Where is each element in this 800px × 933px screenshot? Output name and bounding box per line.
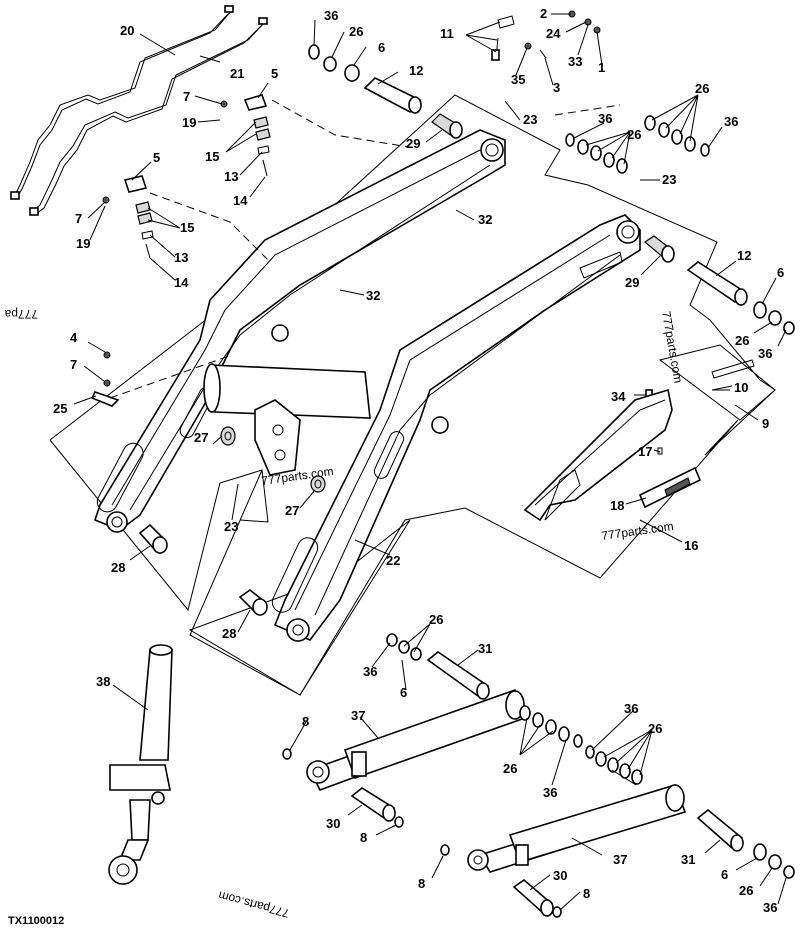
callout-34: 34 [611,389,626,404]
callout-30: 30 [326,816,340,831]
callout-26: 26 [739,883,753,898]
callout-25: 25 [53,401,67,416]
callout-27: 27 [285,503,299,518]
callout-2: 2 [540,6,547,21]
callout-28: 28 [222,626,236,641]
callout-23: 23 [662,172,676,187]
callout-26: 26 [627,127,641,142]
callout-23: 23 [224,519,238,534]
callout-7: 7 [75,211,82,226]
callout-10: 10 [734,380,748,395]
figure-code: TX1100012 [8,915,64,927]
callout-12: 12 [737,248,751,263]
callout-4: 4 [70,330,78,345]
callout-29: 29 [625,275,639,290]
callout-28: 28 [111,560,125,575]
callout-8: 8 [302,714,309,729]
watermark-text: 777parts.com [217,888,291,920]
callout-15: 15 [205,149,219,164]
callout-38: 38 [96,674,110,689]
callout-24: 24 [546,26,561,41]
hydraulic-tubes [10,5,268,216]
callout-9: 9 [762,416,769,431]
watermark-text: 777parts.com [659,310,685,384]
cylinder-37-lower [440,745,795,918]
loader-boom-frame [94,129,641,642]
callout-36: 36 [724,114,738,129]
reference-dashed-lines [109,99,621,399]
callout-7: 7 [183,89,190,104]
callout-32: 32 [478,212,492,227]
callout-14: 14 [233,193,248,208]
callout-8: 8 [418,876,425,891]
callout-8: 8 [583,886,590,901]
callout-5: 5 [271,66,278,81]
cylinder-37-upper [282,633,583,828]
callout-19: 19 [182,115,196,130]
callout-15: 15 [180,220,194,235]
leader-lines [73,13,787,911]
callout-35: 35 [511,72,525,87]
assembly-boundary-outlines [49,94,776,696]
callout-36: 36 [543,785,557,800]
cylinder-38 [108,644,173,885]
callout-23: 23 [523,112,537,127]
callout-26: 26 [349,24,363,39]
callout-27: 27 [194,430,208,445]
callout-1: 1 [598,60,605,75]
callout-31: 31 [681,852,695,867]
callout-36: 36 [758,346,772,361]
callout-6: 6 [777,265,784,280]
callout-16: 16 [684,538,698,553]
callout-11: 11 [440,26,454,41]
callout-13: 13 [224,169,238,184]
callout-33: 33 [568,54,582,69]
small-hardware [90,10,755,455]
watermark-text: 777parts.com [600,519,674,543]
callout-36: 36 [324,8,338,23]
callout-26: 26 [429,612,443,627]
callout-6: 6 [378,40,385,55]
callout-37: 37 [351,708,365,723]
callout-18: 18 [610,498,624,513]
callout-31: 31 [478,641,492,656]
callout-36: 36 [624,701,638,716]
callout-14: 14 [174,275,189,290]
callout-numbers: 20 21 36 26 6 12 5 7 19 15 13 14 29 5 7 … [53,6,784,915]
shield-and-decal [523,388,702,522]
callout-26: 26 [503,761,517,776]
callout-26: 26 [695,81,709,96]
callout-13: 13 [174,250,188,265]
callout-5: 5 [153,150,160,165]
callout-30: 30 [553,868,567,883]
callout-26: 26 [735,333,749,348]
callout-19: 19 [76,236,90,251]
callout-21: 21 [230,66,244,81]
callout-12: 12 [409,63,423,78]
callout-22: 22 [386,553,400,568]
callout-8: 8 [360,830,367,845]
callout-7: 7 [70,357,77,372]
callout-29: 29 [406,136,420,151]
callout-26: 26 [648,721,662,736]
callout-20: 20 [120,23,134,38]
callout-3: 3 [553,80,560,95]
callout-37: 37 [613,852,627,867]
callout-6: 6 [721,867,728,882]
watermark-text: 777pa [4,307,38,321]
callout-17: 17 [638,444,652,459]
callout-36: 36 [763,900,777,915]
callout-36: 36 [363,664,377,679]
callout-36: 36 [598,111,612,126]
callout-32: 32 [366,288,380,303]
callout-6: 6 [400,685,407,700]
pins-and-bushings [138,44,795,616]
